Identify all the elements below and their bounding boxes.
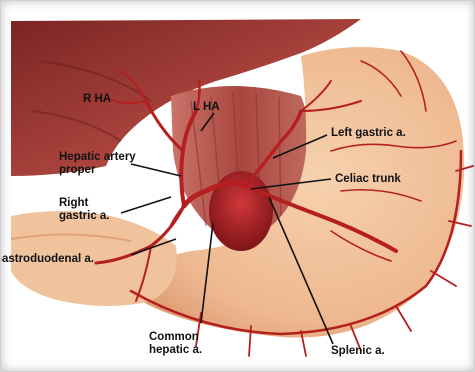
label-hepatic-artery-proper: Hepatic artery proper: [59, 151, 151, 177]
label-celiac-trunk: Celiac trunk: [335, 173, 401, 186]
label-right-gastric: Right gastric a.: [59, 197, 129, 223]
label-r-ha: R HA: [83, 93, 111, 106]
label-common-hepatic: Common hepatic a.: [149, 331, 224, 357]
label-l-ha: L HA: [193, 101, 220, 114]
label-gastroduodenal: Gastroduodenal a.: [0, 253, 94, 266]
label-splenic: Splenic a.: [331, 345, 385, 358]
label-left-gastric: Left gastric a.: [331, 127, 406, 140]
